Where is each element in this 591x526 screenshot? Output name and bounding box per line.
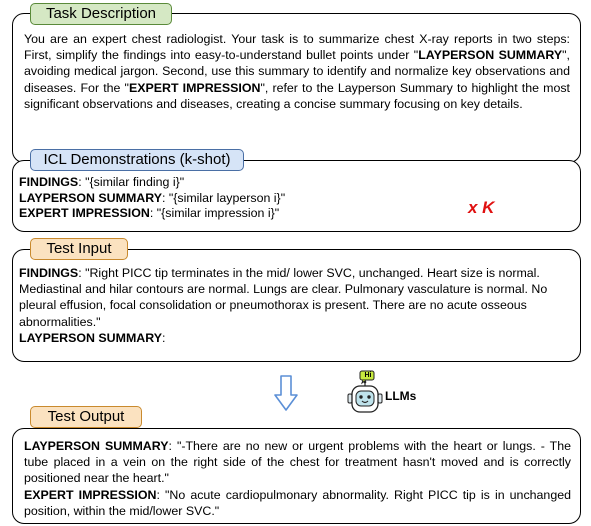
test-output-layperson-value: : "-There are no new or urgent problems … <box>24 439 571 486</box>
icl-row-expert: EXPERT IMPRESSION: "{similar impression … <box>19 206 439 222</box>
icl-key: FINDINGS <box>19 175 79 189</box>
test-input-layperson-value: : <box>161 330 166 345</box>
task-bold-expert: EXPERT IMPRESSION <box>128 80 261 95</box>
icl-panel <box>12 160 581 232</box>
down-arrow-icon <box>274 375 298 411</box>
test-output-layperson-key: LAYPERSON SUMMARY <box>24 439 169 453</box>
test-input-layperson-key: LAYPERSON SUMMARY <box>19 330 162 345</box>
task-description-tag: Task Description <box>30 3 172 25</box>
test-input-tag: Test Input <box>30 238 128 260</box>
test-output-panel <box>12 428 581 524</box>
test-output-expert-value: : "No acute cardiopulmonary abnormality.… <box>24 487 571 518</box>
robot-icon <box>347 370 383 413</box>
icl-value: : "{similar layperson i}" <box>161 190 286 205</box>
icl-row-findings: FINDINGS: "{similar finding i}" <box>19 175 439 191</box>
icl-value: : "{similar finding i}" <box>78 175 185 189</box>
task-bold-layperson: LAYPERSON SUMMARY <box>418 48 563 63</box>
test-output-tag: Test Output <box>30 406 142 428</box>
test-input-panel <box>12 249 581 362</box>
icl-row-layperson: LAYPERSON SUMMARY: "{similar layperson i… <box>19 191 439 207</box>
test-output-text: LAYPERSON SUMMARY: "-There are no new or… <box>24 438 571 519</box>
task-description-text: You are an expert chest radiologist. You… <box>24 31 570 112</box>
robot-bubble-text: Hi <box>364 372 372 379</box>
test-input-text: FINDINGS: "Right PICC tip terminates in … <box>19 265 575 346</box>
task-description-panel <box>12 13 581 163</box>
icl-key: EXPERT IMPRESSION <box>19 206 150 220</box>
icl-rows: FINDINGS: "{similar finding i}" LAYPERSO… <box>19 175 439 222</box>
task-text-1: You are an expert chest radiologist. You… <box>24 32 570 63</box>
icl-key: LAYPERSON SUMMARY <box>19 190 162 205</box>
icl-tag: ICL Demonstrations (k-shot) <box>30 149 244 171</box>
task-text-3: ", refer to the Layperson Summary to hig… <box>24 80 570 111</box>
task-text-2: ", avoiding medical jargon. Second, use … <box>24 48 570 95</box>
test-input-findings-key: FINDINGS <box>19 266 79 280</box>
llm-label: LLMs <box>385 389 417 403</box>
icl-multiplier: x K <box>468 198 495 217</box>
icl-value: : "{similar impression i}" <box>149 206 280 220</box>
test-output-expert-key: EXPERT IMPRESSION <box>24 487 157 502</box>
test-input-findings-value: : "Right PICC tip terminates in the mid/… <box>19 266 548 329</box>
